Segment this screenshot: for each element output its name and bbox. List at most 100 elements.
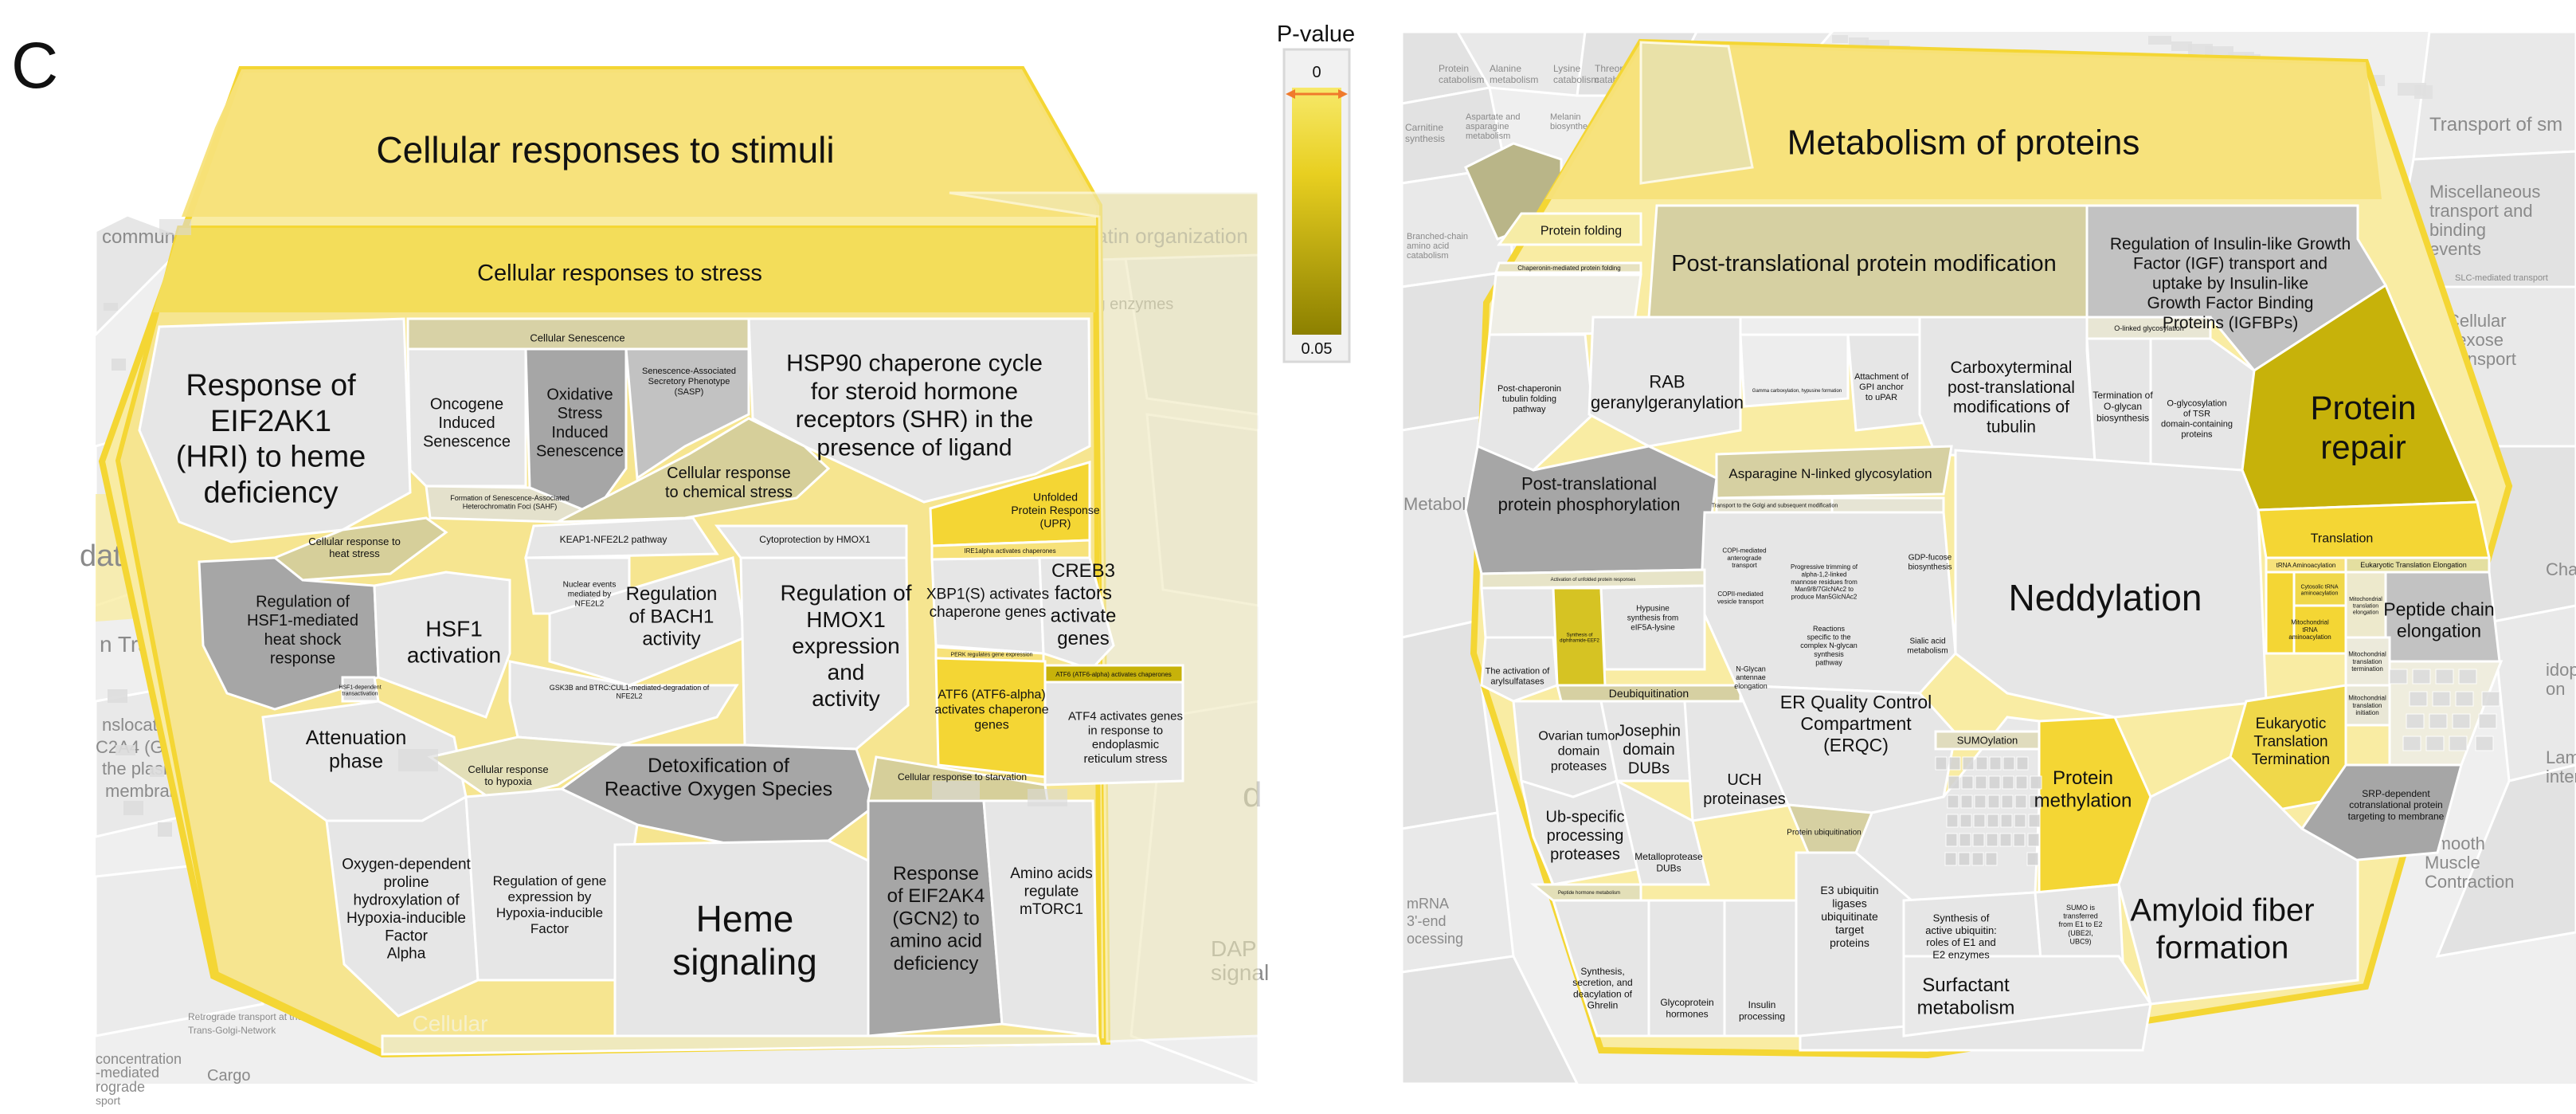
cell-hmox1[interactable] — [739, 556, 910, 751]
left-minor-tile — [398, 749, 438, 771]
label-eif2ak1-line: (HRI) to heme — [176, 441, 366, 474]
right-bg-label: on — [2546, 679, 2565, 699]
legend-marker-right[interactable] — [1338, 89, 1348, 99]
cell-neddylation[interactable] — [1954, 449, 2268, 719]
label-gene-expr-line: Factor — [530, 921, 570, 936]
cell-arylsulfatase[interactable] — [1480, 636, 1559, 703]
cell-euk-term[interactable] — [2229, 684, 2347, 814]
cell-peptide-horm[interactable] — [1529, 883, 1642, 902]
right-bg-cell[interactable] — [1400, 811, 1515, 974]
cell-oxidative[interactable] — [524, 347, 628, 516]
label-folding-line: Protein folding — [1541, 225, 1622, 238]
label-heat-stress-line: heat stress — [329, 547, 380, 559]
label-folding: Protein folding — [1541, 225, 1622, 238]
label-perk: PERK regulates gene expression — [950, 652, 1032, 657]
translation-minor-tile — [2432, 691, 2451, 707]
cell-folding[interactable] — [1497, 212, 1642, 246]
right-bg-cell[interactable] — [2492, 604, 2576, 783]
right-header-band[interactable] — [1545, 42, 2382, 199]
label-sialic-line: metabolism — [1907, 646, 1948, 655]
label-hsp90-line: presence of ligand — [816, 435, 1012, 461]
cell-synth-gpi[interactable] — [1739, 316, 1921, 336]
cell-hypusine[interactable] — [1599, 584, 1706, 671]
label-carboxy-line: Carboxyterminal — [1951, 359, 2073, 377]
right-bg-cell[interactable] — [1400, 955, 1580, 1085]
label-nuclear-events-line: NFE2L2 — [575, 599, 605, 608]
label-atf6-alpha-line: ATF6 (ATF6-alpha) activates chaperones — [1055, 671, 1172, 678]
cell-amyloid[interactable] — [2117, 755, 2359, 1006]
label-atf6-line: activates chaperone — [934, 704, 1048, 717]
label-detox-line: Detoxification of — [648, 755, 789, 777]
right-bg-cell[interactable] — [2412, 30, 2576, 161]
right-bg-label: Aspartate and — [1466, 112, 1521, 122]
cell-rab[interactable] — [1587, 316, 1742, 448]
right-bg-dot — [2171, 41, 2192, 51]
cell-keap1[interactable] — [524, 516, 719, 559]
label-hypoxia-line: to hypoxia — [484, 775, 532, 787]
cell-hypusine-cell[interactable] — [1480, 586, 1559, 639]
right-topleft-overlap[interactable] — [1639, 41, 1754, 185]
label-gamma-carbox: Gamma carboxylation, hypusine formation — [1752, 389, 1842, 394]
label-postchap-line: pathway — [1513, 405, 1546, 414]
cell-chaperonin[interactable] — [1494, 261, 1642, 274]
cell-metallo[interactable] — [1615, 779, 1710, 886]
right-bg-label: Transport of sm — [2429, 114, 2562, 135]
label-o2dep-line: Factor — [385, 928, 429, 944]
label-translation-line: Translation — [2311, 532, 2374, 546]
left-stress-band[interactable] — [153, 228, 1095, 312]
cell-hsf1-act[interactable] — [373, 571, 511, 719]
cell-translation[interactable] — [2257, 500, 2491, 559]
cell-bottom-strip[interactable] — [381, 1034, 1101, 1056]
sumo-minor-tile — [2014, 794, 2027, 809]
right-bg-label: Muscle — [2425, 853, 2480, 873]
cell-asn[interactable] — [1715, 445, 1953, 500]
cell-hsp90[interactable] — [747, 317, 1091, 504]
cell-chemical-stress[interactable] — [557, 417, 831, 524]
sumo-minor-tile — [2014, 814, 2026, 828]
cell-bach1[interactable] — [548, 556, 746, 687]
left-header-band[interactable] — [182, 69, 1099, 217]
label-synth-dipht-line: diphthamide-EEF2 — [1560, 639, 1599, 644]
label-synth-dipht-line: Synthesis of — [1567, 633, 1593, 638]
label-bach1-line: activity — [642, 629, 700, 650]
label-attenuation-line: Attenuation — [306, 727, 407, 749]
cell-gsk3b[interactable] — [508, 660, 739, 747]
cell-mito-trna[interactable] — [2265, 571, 2296, 655]
right-bg-label: binding — [2429, 220, 2486, 240]
label-atf4-line: ATF4 activates genes — [1068, 710, 1183, 724]
translation-minor-tile — [2425, 735, 2445, 751]
label-nglycan-line: N-Glycan — [1736, 665, 1766, 673]
right-bg-label: 3'-end — [1407, 913, 1446, 929]
label-hsf1-reg-line: heat shock — [264, 631, 343, 649]
label-carboxy-line: post-translational — [1948, 379, 2075, 397]
cell-surfactant-2[interactable] — [1902, 955, 2153, 1038]
cell-creb3[interactable] — [1038, 556, 1115, 671]
cell-amino[interactable] — [982, 799, 1099, 1038]
cell-srp[interactable] — [2300, 763, 2463, 862]
cell-sasp[interactable] — [624, 347, 750, 481]
cell-eif2ak1[interactable] — [138, 317, 412, 543]
label-arylsulfatase-line: The activation of — [1486, 666, 1551, 676]
legend-marker-left[interactable] — [1286, 89, 1295, 99]
right-bg-label: catabolism — [1439, 74, 1484, 85]
label-insulin-line: processing — [1739, 1010, 1785, 1022]
label-nuclear-events-line: mediated by — [568, 590, 611, 599]
right-bg-label: catabolism — [1407, 251, 1449, 261]
cell-atf4[interactable] — [1043, 681, 1184, 786]
label-golgi-line: Transport to the Golgi and subsequent mo… — [1712, 503, 1838, 508]
right-bg-cell[interactable] — [2435, 763, 2576, 958]
legend-max-label: 0.05 — [1302, 340, 1333, 358]
cell-gpi-1[interactable] — [1739, 333, 1850, 408]
label-oglyc-tsr-line: domain-containing — [2161, 419, 2233, 429]
legend-max-label-line: 0.05 — [1302, 340, 1333, 358]
cell-postchap[interactable] — [1476, 333, 1595, 472]
cell-hypoxia[interactable] — [427, 735, 625, 802]
label-postchap-line: Post-chaperonin — [1497, 384, 1561, 394]
cell-asn-sub[interactable] — [1830, 496, 1945, 514]
